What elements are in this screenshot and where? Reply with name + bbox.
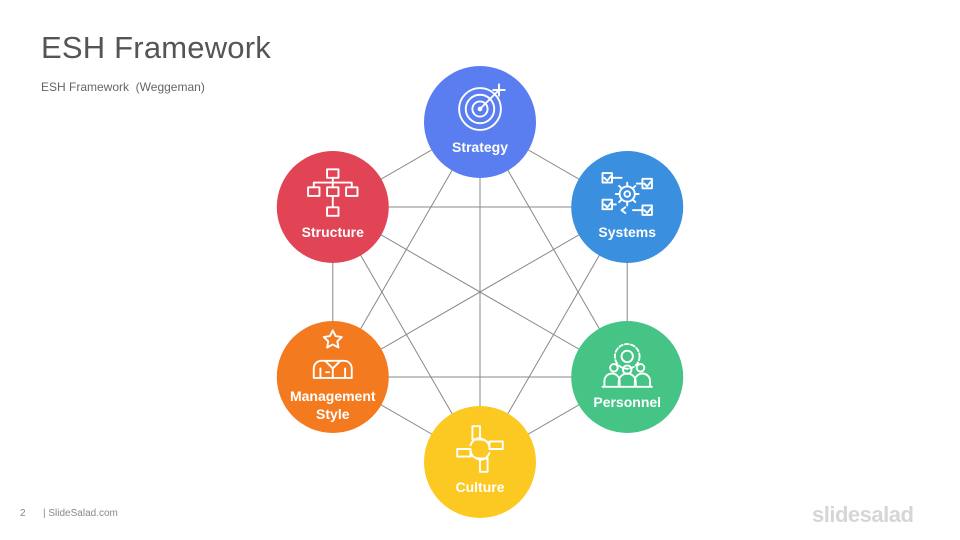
connector-personnel-structure [332,206,628,378]
slide-subtitle: ESH Framework (Weggeman) [41,80,205,94]
node-label-culture: Culture [456,479,505,495]
node-systems: Systems [571,151,684,263]
framework-nodes: Strategy Systems Personnel Culture Manag… [276,66,684,518]
team-gear-icon [601,343,653,388]
node-strategy: Strategy [424,66,536,178]
node-circle-strategy [424,66,536,178]
node-culture: Culture [424,406,536,518]
node-label-strategy: Strategy [452,139,508,155]
workflow-gear-icon [601,172,653,216]
node-label-systems: Systems [598,224,656,240]
org-chart-icon [307,168,359,217]
node-label-structure: Structure [302,224,364,240]
slidesalad-logo: slidesalad [812,502,914,527]
target-icon [458,83,506,131]
node-circle-personnel [571,321,684,433]
leader-star-icon [312,329,353,379]
page-number: 2 [20,508,26,519]
node-label-personnel: Personnel [593,394,661,410]
joined-hands-icon [456,425,504,473]
slide-title: ESH Framework [41,30,271,65]
node-circle-systems [571,151,684,263]
footer-brand-text: | SlideSalad.com [43,508,118,519]
node-personnel: Personnel [571,321,684,433]
node-structure: Structure [276,151,389,263]
